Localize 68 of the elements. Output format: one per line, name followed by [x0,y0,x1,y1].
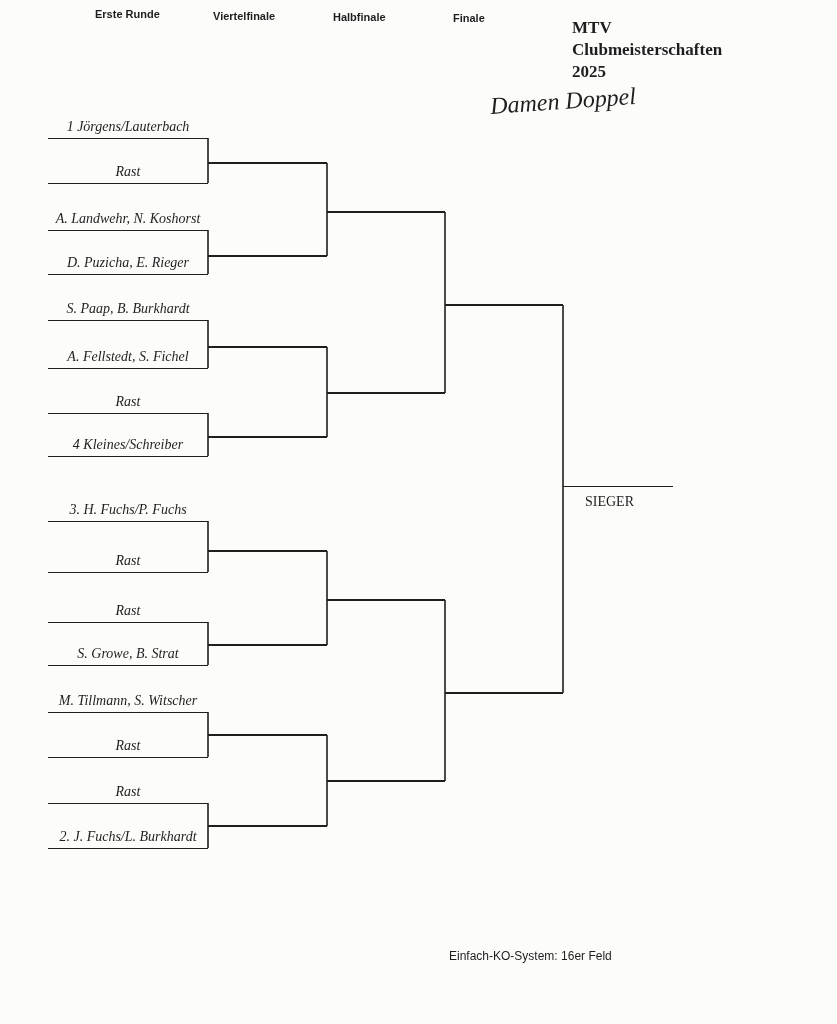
bracket-connector [444,692,446,782]
entry-name: 3. H. Fuchs/P. Fuchs [68,501,188,519]
bracket-connector [444,304,446,394]
bracket-connector [207,644,209,666]
entry-name: Rast [114,163,142,181]
bracket-connector [207,255,209,275]
bracket-connector [207,412,209,438]
bracket-connector [207,802,209,827]
bracket-connector [444,599,446,694]
entry-name: 4 Kleines/Schreiber [71,436,185,454]
bracket-line [445,304,563,306]
entry-name: Rast [114,783,142,801]
bracket-line [208,734,327,736]
bracket-connector [207,436,209,457]
bracket-connector [326,392,328,438]
bracket-connector [207,621,209,646]
bracket-connector [207,520,209,552]
bracket-connector [207,346,209,369]
bracket-connector [207,734,209,758]
bracket-connector [444,211,446,306]
entry-name: A. Fellstedt, S. Fichel [65,348,190,366]
bracket-connector [207,319,209,348]
bracket-connector [326,346,328,394]
bracket-line [327,599,445,601]
bracket-line [327,392,445,394]
round-heading: Finale [453,12,485,24]
entry-name: S. Growe, B. Strat [76,645,180,663]
bracket-connector [207,162,209,184]
bracket-line [327,211,445,213]
bracket-connector [207,711,209,736]
bracket-line [445,692,563,694]
round-heading: Viertelfinale [213,10,276,22]
round-heading: Erste Runde [95,8,160,20]
entry-name: M. Tillmann, S. Witscher [57,692,199,710]
bracket-connector [326,211,328,257]
entry-name: Rast [114,393,142,411]
entry-name: A. Landwehr, N. Koshorst [54,210,202,228]
entry-name: Rast [114,552,142,570]
bracket-connector [326,599,328,646]
bracket-line [208,162,327,164]
bracket-line [208,346,327,348]
bracket-connector [207,229,209,257]
winner-label: SIEGER [585,493,634,511]
bracket-connector [326,550,328,601]
bracket-connector [207,825,209,849]
bracket-line [208,550,327,552]
bracket-connector [562,304,564,488]
round-heading: Halbfinale [333,11,386,23]
bracket-connector [326,162,328,213]
entry-name: 2. J. Fuchs/L. Burkhardt [58,828,198,846]
bracket-line [208,255,327,257]
bracket-connector [326,780,328,827]
title: MTV Clubmeisterschaften 2025 [572,17,724,83]
entry-name: 1 Jörgens/Lauterbach [65,118,191,136]
bracket-connector [326,734,328,782]
entry-name: D. Puzicha, E. Rieger [65,254,191,272]
entry-name: Rast [114,737,142,755]
bracket-connector [562,486,564,694]
handwritten-subtitle: Damen Doppel [489,81,637,122]
bracket-connector [207,137,209,164]
bracket-connector [207,550,209,573]
bracket-line [208,825,327,827]
entry-name: S. Paap, B. Burkhardt [65,300,191,318]
caption: Einfach-KO-System: 16er Feld [449,949,612,963]
bracket-line [208,436,327,438]
entry-name: Rast [114,602,142,620]
bracket-line [208,644,327,646]
bracket-line [327,780,445,782]
